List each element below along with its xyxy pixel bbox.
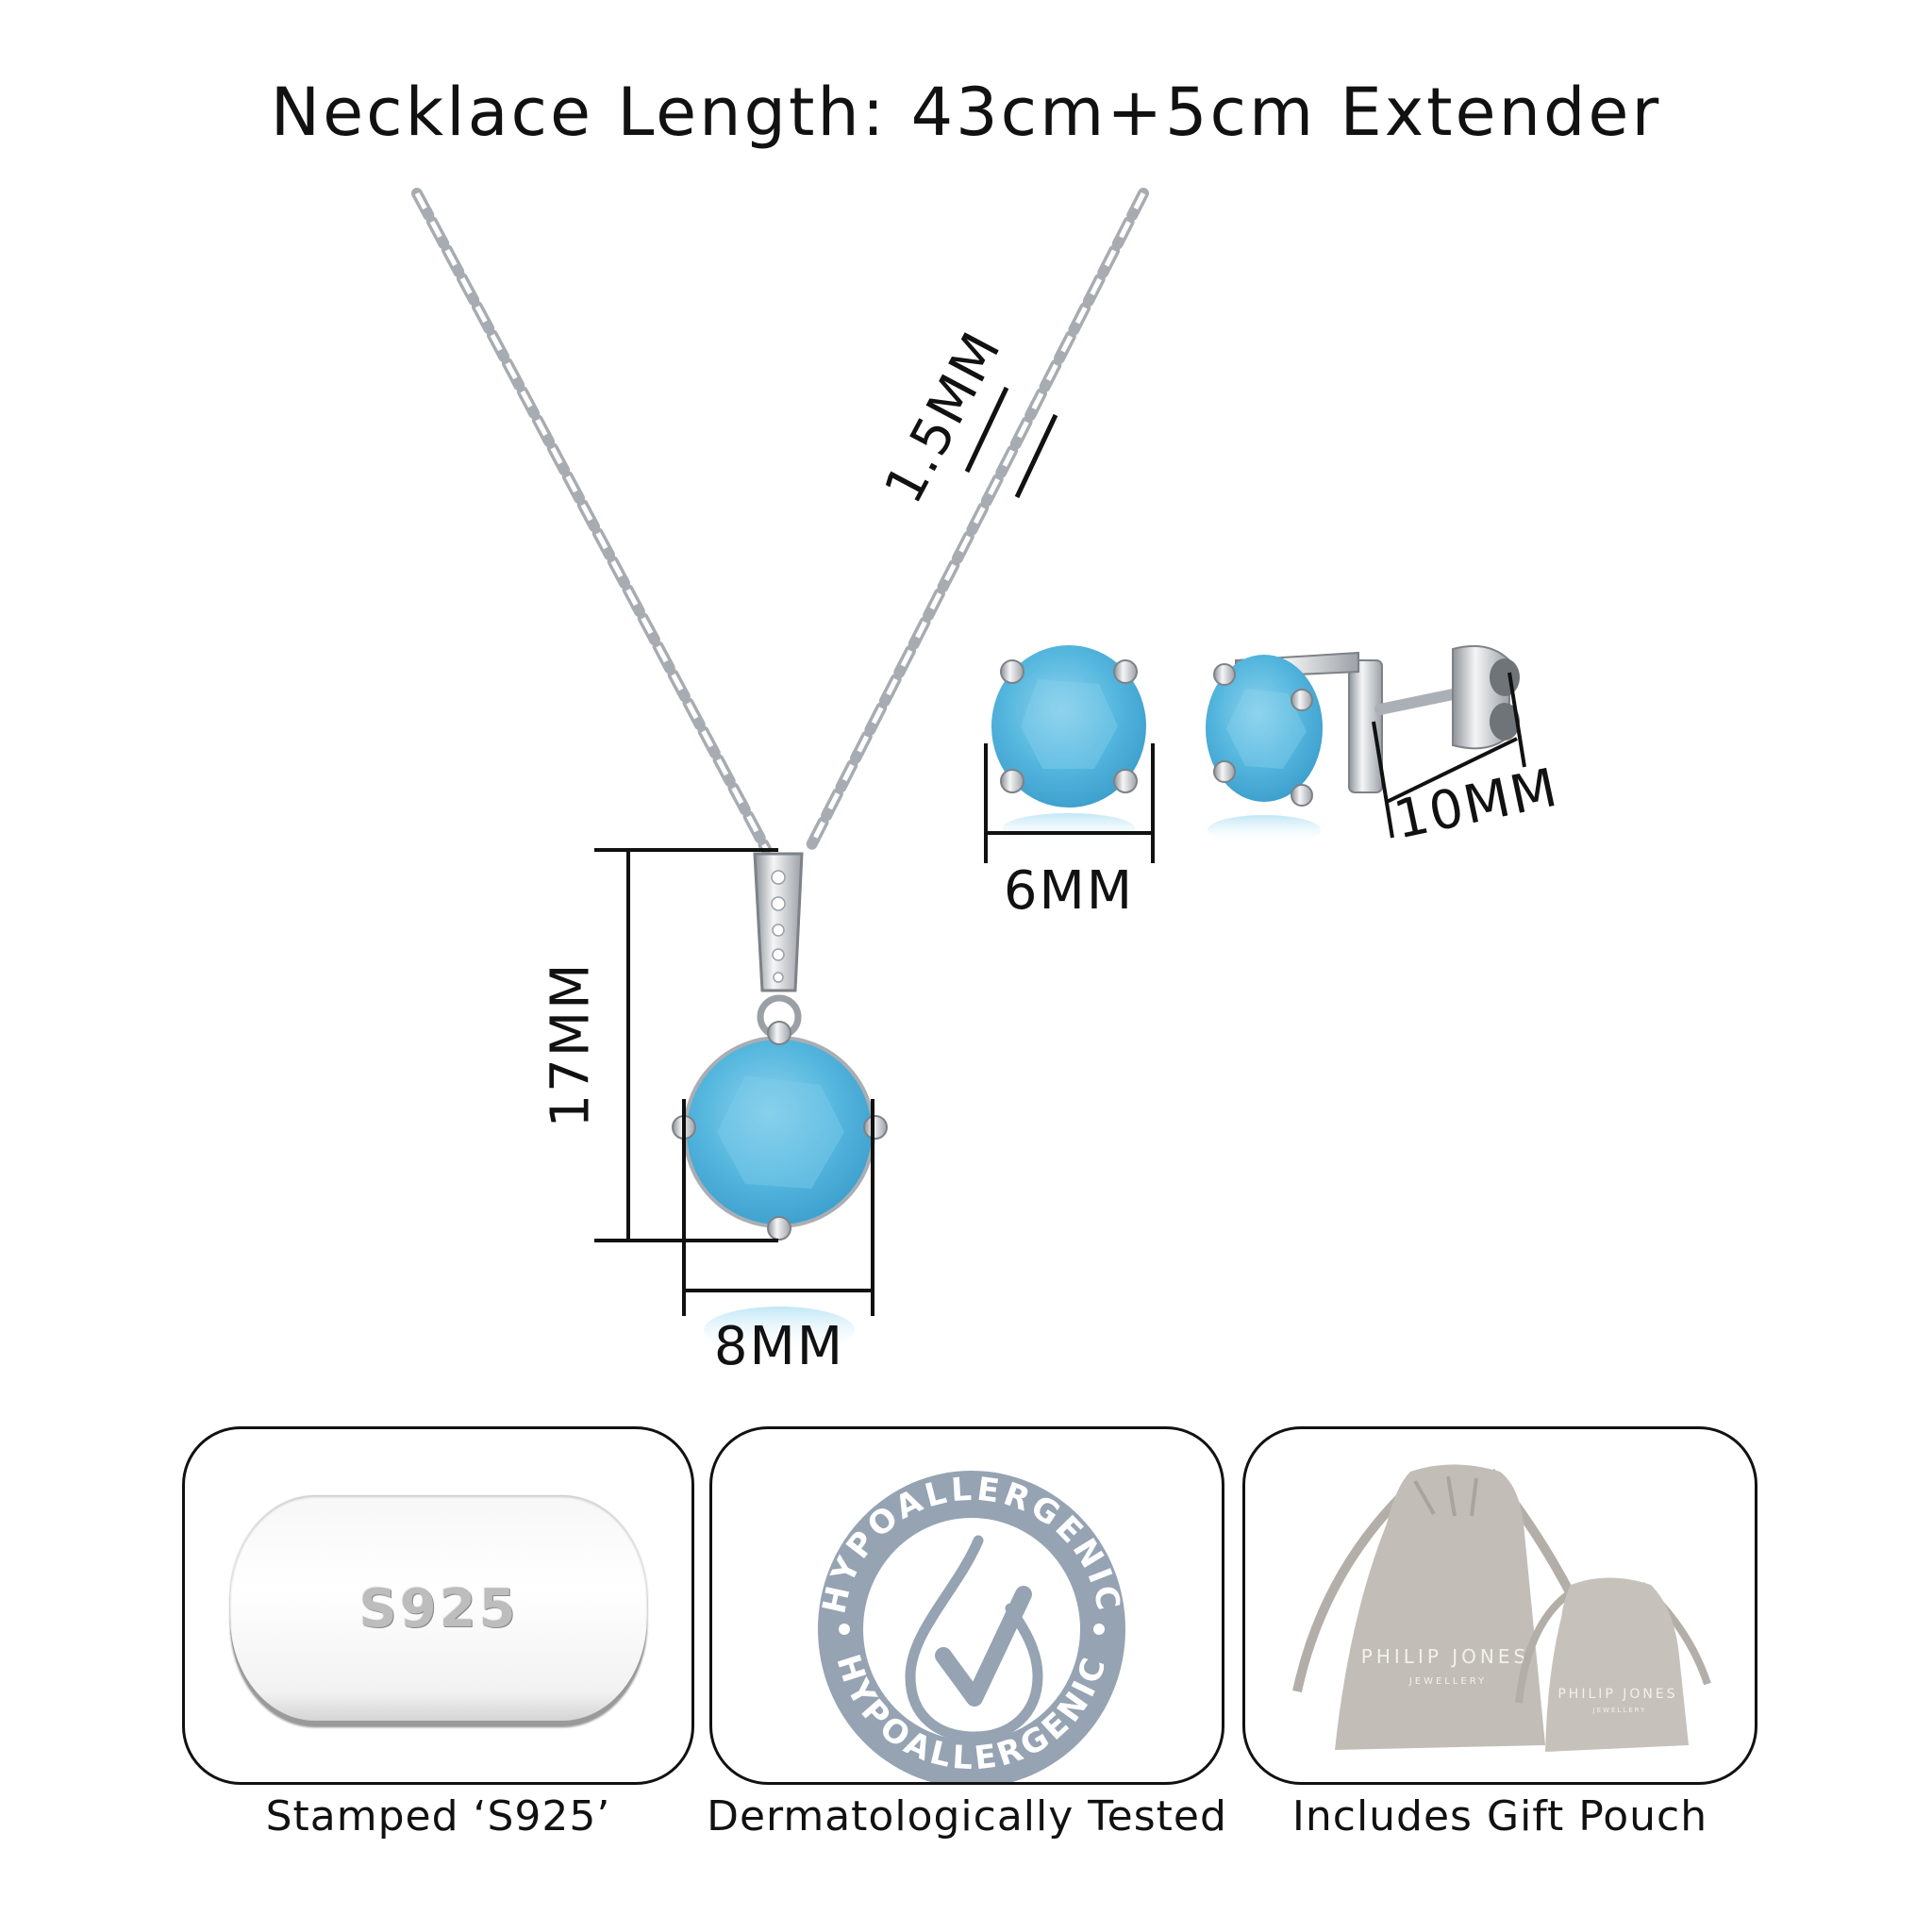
earring-width-label: 6MM [1003, 860, 1135, 922]
pendant-height-label: 17MM [540, 961, 602, 1128]
earring-side [1206, 644, 1520, 845]
silver-tag-icon: S925 [230, 1495, 647, 1726]
feature-label-dermatologically-tested: Dermatologically Tested [707, 1792, 1227, 1840]
pouch-brand-small: PHILIP JONES [1557, 1687, 1677, 1702]
feature-card-gift-pouch: PHILIP JONES JEWELLERY PHILIP JONES JEWE… [1242, 1426, 1757, 1785]
feature-label-stamp: Stamped ‘S925’ [265, 1792, 611, 1840]
earring-width-dimension [984, 743, 1155, 863]
pouch-brand-large: PHILIP JONES [1361, 1645, 1529, 1668]
pendant-stone [672, 1021, 888, 1354]
feature-label-gift-pouch: Includes Gift Pouch [1291, 1792, 1708, 1840]
hypoallergenic-badge-icon: HYPOALLERGENIC HYPOALLERGENIC [815, 1471, 1125, 1782]
chain-width-dimension [964, 386, 1058, 499]
pendant-height-dimension [594, 848, 778, 1242]
page-title: Necklace Length: 43cm+5cm Extender [270, 74, 1662, 151]
checkmark-icon [935, 1586, 1032, 1707]
droplet-icon [905, 1535, 1043, 1742]
feature-card-hypoallergenic: HYPOALLERGENIC HYPOALLERGENIC [709, 1426, 1224, 1785]
earring-depth-dimension [1372, 672, 1526, 839]
pendant-width-label: 8MM [713, 1316, 845, 1377]
pendant-width-dimension [682, 1099, 874, 1316]
necklace-chain [411, 188, 1149, 855]
tag-stamp-text: S925 [358, 1578, 519, 1640]
pouch-sub-large: JEWELLERY [1408, 1676, 1487, 1687]
earring-front [991, 645, 1146, 843]
pendant-bail [753, 852, 804, 1040]
pouch-sub-small: JEWELLERY [1592, 1707, 1647, 1714]
gift-pouch-icon: PHILIP JONES JEWELLERY PHILIP JONES JEWE… [1292, 1464, 1711, 1752]
feature-card-stamp: S925 [182, 1426, 694, 1785]
